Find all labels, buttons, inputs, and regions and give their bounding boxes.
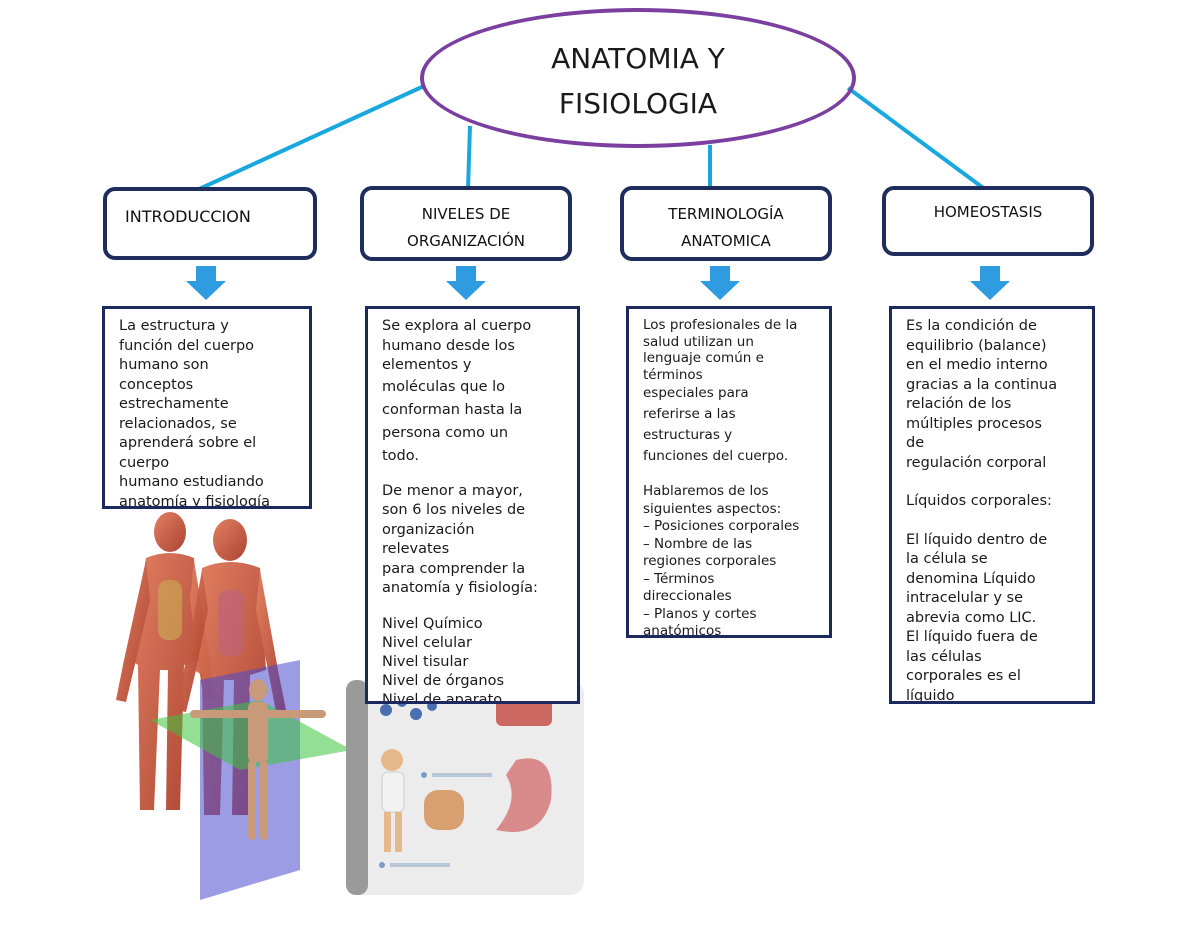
body-line: humano estudiando	[119, 474, 264, 490]
connector-niveles	[466, 125, 472, 191]
body-line: referirse a las	[643, 406, 736, 422]
body-line: relevates	[382, 541, 450, 557]
level-item: Nivel tisular	[382, 653, 469, 670]
body-line: en el medio interno	[906, 357, 1048, 373]
organization-levels-illustration	[346, 680, 584, 895]
body-line: denomina Líquido	[906, 570, 1036, 587]
title-line-1: ANATOMIA Y	[551, 42, 725, 75]
body-line: relación de los	[906, 396, 1012, 412]
body-line: anatomía y fisiología:	[382, 580, 538, 596]
body-line: gracias a la continua	[906, 376, 1058, 393]
human-model	[190, 679, 326, 840]
body-homeostasis: Es la condición de equilibrio (balance) …	[889, 306, 1095, 704]
body-line: funciones del cuerpo.	[643, 448, 789, 464]
body-line: estructuras y	[643, 427, 733, 443]
list-item: anatómicos	[643, 623, 722, 638]
heading-text: TERMINOLOGÍA	[668, 205, 784, 223]
body-line: La estructura y	[119, 318, 229, 334]
heading-text: NIVELES DE	[421, 205, 511, 223]
body-line: Es la condición de	[906, 318, 1037, 334]
heading-text: HOMEOSTASIS	[933, 203, 1043, 221]
body-line: relacionados, se	[119, 415, 237, 432]
body-line: la célula se	[906, 551, 988, 567]
body-line: función del cuerpo	[119, 337, 255, 354]
body-line: las células	[906, 648, 982, 665]
body-line: abrevia como LIC.	[906, 609, 1037, 626]
heading-text: INTRODUCCION	[125, 207, 251, 226]
list-item: – Posiciones corporales	[643, 518, 800, 534]
body-introduccion: La estructura y función del cuerpo human…	[102, 306, 312, 509]
level-item: Nivel celular	[382, 634, 473, 651]
title-line-2: FISIOLOGIA	[558, 87, 718, 120]
body-line: términos	[643, 366, 703, 383]
body-line: son 6 los niveles de	[382, 502, 526, 518]
heading-text: ORGANIZACIÓN	[407, 232, 525, 250]
body-line: conceptos	[119, 376, 194, 393]
list-item: direccionales	[643, 588, 732, 604]
body-line: de	[906, 435, 925, 451]
body-line: salud utilizan un	[643, 333, 754, 350]
body-line: organización	[382, 521, 475, 538]
body-line: conforman hasta la	[382, 401, 523, 418]
body-line: para comprender la	[382, 560, 526, 577]
down-arrow-icon	[700, 266, 740, 300]
body-line: El líquido fuera de	[906, 629, 1038, 645]
body-line: elementos y	[382, 357, 472, 373]
body-line: siguientes aspectos:	[643, 500, 782, 517]
body-line: cuerpo	[119, 454, 170, 471]
body-line: equilibrio (balance)	[906, 337, 1047, 354]
body-line: múltiples procesos	[906, 415, 1042, 432]
down-arrow-icon	[970, 266, 1010, 300]
organs-icon	[424, 790, 464, 830]
down-arrow-icon	[186, 266, 226, 300]
child-figure	[381, 749, 405, 852]
heading-terminologia: TERMINOLOGÍA ANATOMICA	[620, 186, 832, 261]
body-terminologia: Los profesionales de la salud utilizan u…	[626, 306, 832, 638]
body-line: Los profesionales de la	[643, 317, 798, 333]
body-line: Hablaremos de los	[643, 483, 769, 499]
heading-niveles: NIVELES DE ORGANIZACIÓN	[360, 186, 572, 261]
body-line: aprenderá sobre el	[119, 435, 257, 451]
body-line: persona como un	[382, 424, 509, 441]
body-line: intracelular y se	[906, 590, 1024, 606]
list-item: – Nombre de las	[643, 535, 753, 552]
body-line: De menor a mayor,	[382, 482, 523, 499]
heading-homeostasis: HOMEOSTASIS	[882, 186, 1094, 256]
body-line: regulación corporal	[906, 454, 1047, 471]
body-line: lenguaje común e	[643, 350, 764, 366]
diagram-title: ANATOMIA Y FISIOLOGIA	[420, 36, 856, 126]
body-line: estrechamente	[119, 396, 229, 412]
level-item: Nivel Químico	[382, 615, 483, 632]
list-bullets	[379, 772, 492, 868]
connector-introduccion	[196, 84, 425, 192]
body-line: líquido	[906, 687, 955, 704]
list-item: – Planos y cortes	[643, 605, 757, 622]
body-line: corporales es el	[906, 668, 1021, 684]
body-line: moléculas que lo	[382, 378, 506, 395]
heading-text: ANATOMICA	[681, 232, 771, 250]
body-niveles: Se explora al cuerpo humano desde los el…	[365, 306, 580, 704]
body-line: todo.	[382, 447, 419, 464]
list-item: – Términos	[643, 570, 715, 587]
level-item: Nivel de órganos	[382, 672, 505, 689]
body-line: humano desde los	[382, 337, 515, 354]
down-arrow-icon	[446, 266, 486, 300]
body-line: especiales para	[643, 385, 749, 401]
tissue-icon	[496, 700, 552, 726]
list-item: regiones corporales	[643, 553, 777, 569]
title-ellipse	[420, 8, 856, 148]
body-line: Se explora al cuerpo	[382, 318, 532, 334]
heading-introduccion: INTRODUCCION	[103, 187, 317, 260]
stomach-icon	[496, 758, 552, 832]
body-line: El líquido dentro de	[906, 531, 1048, 548]
body-line: humano son	[119, 357, 209, 373]
level-item: Nivel de aparato	[382, 691, 503, 704]
body-line: Líquidos corporales:	[906, 493, 1052, 509]
body-line: anatomía y fisiología	[119, 493, 270, 509]
anatomical-planes-illustration	[150, 660, 352, 900]
connector-homeostasis	[846, 86, 988, 192]
